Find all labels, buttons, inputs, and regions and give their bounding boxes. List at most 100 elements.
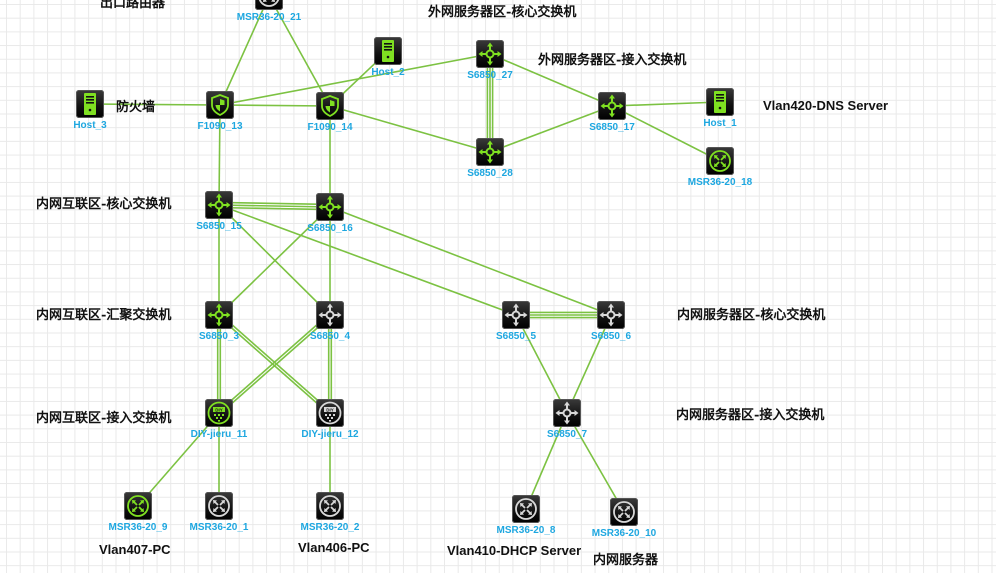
link-S6850_7-MSR36-20_10[interactable] [566, 412, 625, 513]
firewall-shield-icon [321, 95, 339, 118]
link-S6850_3-DIY-jieru_12[interactable] [217, 315, 330, 415]
link-DIY-jieru_11-MSR36-20_9[interactable] [137, 412, 220, 507]
device-label: Host_3 [73, 120, 107, 131]
device-s6850_17[interactable] [598, 92, 626, 120]
link-S6850_15-S6850_16[interactable] [218, 206, 330, 211]
device-f1090_13[interactable] [206, 91, 234, 119]
device-label: S6850_27 [467, 70, 513, 81]
zone-label-inner-server-access: 内网服务器区-接入交换机 [676, 408, 825, 423]
device-label: F1090_13 [197, 121, 243, 132]
switch-icon [207, 303, 231, 327]
router-icon [258, 0, 280, 7]
switch-icon [599, 303, 623, 327]
svg-text:DIY: DIY [326, 407, 334, 412]
link-S6850_7-MSR36-20_8[interactable] [525, 412, 568, 510]
link-S6850_27-S6850_17[interactable] [489, 53, 613, 107]
link-Host_3-F1090_13[interactable] [89, 103, 221, 106]
device-label: S6850_3 [198, 331, 240, 342]
link-S6850_3-DIY-jieru_12[interactable] [219, 313, 332, 413]
device-s6850_15[interactable] [205, 191, 233, 219]
zone-label-outer-server-access: 外网服务器区-接入交换机 [538, 53, 687, 68]
firewall-shield-icon [211, 94, 229, 117]
device-diy-jieru_11[interactable]: DIY [205, 399, 233, 427]
device-label: DIY-jieru_12 [301, 429, 359, 440]
link-S6850_15-S6850_16[interactable] [219, 201, 331, 206]
diy-access-switch-icon: DIY [318, 401, 342, 425]
router-icon [127, 495, 149, 517]
link-S6850_17-MSR36-20_18[interactable] [611, 105, 721, 162]
link-S6850_17-Host_1[interactable] [611, 101, 721, 107]
link-S6850_4-DIY-jieru_11[interactable] [217, 313, 330, 413]
note-dhcp-server: Vlan410-DHCP Server [447, 543, 582, 558]
link-S6850_15-S6850_5[interactable] [218, 204, 517, 316]
device-msr36-20_21[interactable] [255, 0, 283, 10]
router-icon [319, 495, 341, 517]
device-label: S6850_16 [307, 223, 353, 234]
zone-label-inner-server-core: 内网服务器区-核心交换机 [677, 308, 826, 323]
link-S6850_4-DIY-jieru_11[interactable] [219, 315, 332, 415]
zone-label-firewall: 防火墙 [116, 100, 156, 115]
device-msr36-20_1[interactable] [205, 492, 233, 520]
switch-icon [318, 303, 342, 327]
device-label: MSR36-20_9 [108, 522, 168, 533]
device-s6850_5[interactable] [502, 301, 530, 329]
device-label: Host_2 [371, 67, 405, 78]
switch-icon [478, 42, 502, 66]
link-S6850_6-S6850_7[interactable] [566, 314, 612, 414]
link-MSR36-20_21-F1090_13[interactable] [219, 0, 269, 106]
device-s6850_27[interactable] [476, 40, 504, 68]
device-host_2[interactable] [374, 37, 402, 65]
device-msr36-20_10[interactable] [610, 498, 638, 526]
device-msr36-20_2[interactable] [316, 492, 344, 520]
device-label: DIY-jieru_11 [190, 429, 248, 440]
device-label: Host_1 [703, 118, 737, 129]
note-vlan407-pc: Vlan407-PC [99, 542, 171, 557]
device-s6850_3[interactable] [205, 301, 233, 329]
device-s6850_16[interactable] [316, 193, 344, 221]
switch-icon [207, 193, 231, 217]
device-host_1[interactable] [706, 88, 734, 116]
device-label: S6850_5 [495, 331, 537, 342]
device-s6850_28[interactable] [476, 138, 504, 166]
link-F1090_13-F1090_14[interactable] [219, 104, 331, 107]
zone-label-exit-router: 出口路由器 [100, 0, 166, 11]
zone-label-inner-interconnect-aggregation: 内网互联区-汇聚交换机 [36, 308, 172, 323]
device-label: S6850_15 [196, 221, 242, 232]
device-f1090_14[interactable] [316, 92, 344, 120]
switch-icon [555, 401, 579, 425]
link-F1090_13-S6850_27[interactable] [219, 53, 491, 106]
zone-label-inner-interconnect-core: 内网互联区-核心交换机 [36, 197, 172, 212]
link-S6850_16-S6850_6[interactable] [329, 206, 612, 316]
link-F1090_13-S6850_15[interactable] [218, 104, 221, 206]
switch-icon [318, 195, 342, 219]
device-msr36-20_8[interactable] [512, 495, 540, 523]
device-label: MSR36-20_2 [300, 522, 360, 533]
device-label: MSR36-20_18 [687, 177, 753, 188]
device-msr36-20_18[interactable] [706, 147, 734, 175]
device-label: MSR36-20_1 [189, 522, 249, 533]
link-S6850_16-S6850_3[interactable] [218, 206, 331, 316]
device-label: S6850_4 [309, 331, 351, 342]
link-S6850_28-S6850_17[interactable] [489, 105, 613, 153]
device-msr36-20_9[interactable] [124, 492, 152, 520]
device-diy-jieru_12[interactable]: DIY [316, 399, 344, 427]
link-MSR36-20_21-F1090_14[interactable] [269, 0, 331, 107]
device-label: S6850_28 [467, 168, 513, 179]
device-s6850_7[interactable] [553, 399, 581, 427]
server-host-icon [714, 91, 726, 113]
device-label: MSR36-20_10 [591, 528, 657, 539]
router-icon [709, 150, 731, 172]
router-icon [515, 498, 537, 520]
device-host_3[interactable] [76, 90, 104, 118]
device-label: S6850_6 [590, 331, 632, 342]
link-S6850_15-S6850_16[interactable] [218, 204, 331, 208]
device-label: S6850_7 [546, 429, 588, 440]
device-s6850_4[interactable] [316, 301, 344, 329]
device-label: F1090_14 [307, 122, 353, 133]
device-s6850_6[interactable] [597, 301, 625, 329]
svg-text:DIY: DIY [215, 407, 223, 412]
link-F1090_14-S6850_28[interactable] [329, 105, 491, 153]
link-S6850_5-S6850_7[interactable] [515, 314, 568, 414]
router-icon [208, 495, 230, 517]
